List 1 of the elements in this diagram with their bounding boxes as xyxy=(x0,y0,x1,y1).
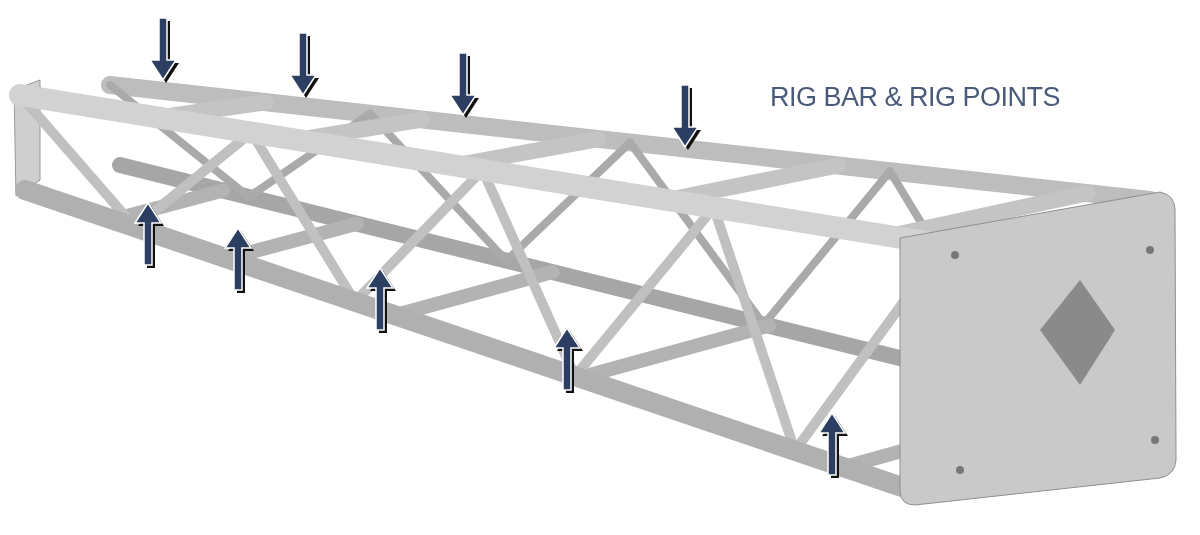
diagram-label: RIG BAR & RIG POINTS xyxy=(770,82,1061,113)
